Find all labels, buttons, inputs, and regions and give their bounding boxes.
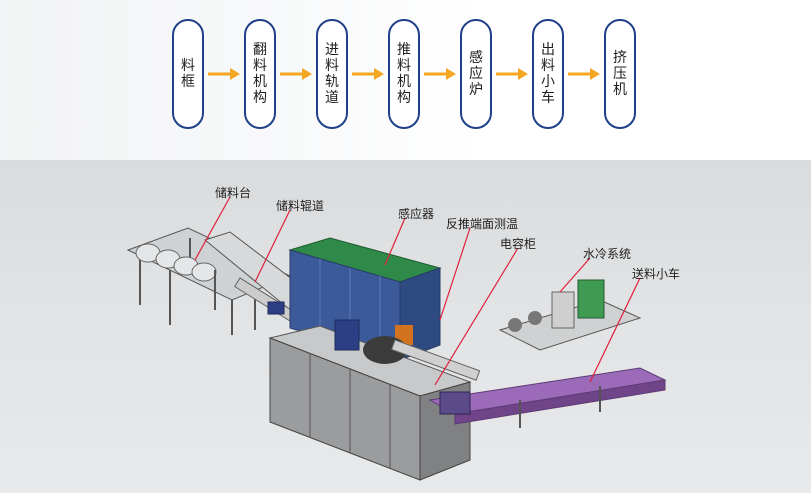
arrow-right-icon [568, 68, 600, 80]
flow-step-extruder: 挤压机 [604, 19, 636, 129]
label-storage-roller: 储料辊道 [276, 199, 325, 213]
flow-step-label: 推料机构 [397, 42, 411, 106]
flow-step-label: 感应炉 [469, 50, 483, 98]
flow-step-label: 料框 [181, 58, 195, 90]
arrow-right-icon [424, 68, 456, 80]
callout-leaders [194, 196, 641, 386]
arrow-right-icon [496, 68, 528, 80]
flow-step-label: 挤压机 [613, 50, 627, 98]
flow-step-induction-furnace: 感应炉 [460, 19, 492, 129]
flow-step-label: 进料轨道 [325, 42, 339, 106]
flow-step-label: 出料小车 [541, 42, 555, 106]
equipment-illustration [126, 196, 667, 481]
arrow-right-icon [280, 68, 312, 80]
flow-step-feed-track: 进料轨道 [316, 19, 348, 129]
flow-step-discharge-cart: 出料小车 [532, 19, 564, 129]
label-capacitor-cabinet: 电容柜 [500, 237, 537, 251]
flow-step-pusher: 推料机构 [388, 19, 420, 129]
label-inductor: 感应器 [398, 207, 435, 221]
feed-cart-rail [428, 367, 667, 428]
label-end-temperature: 反推端面测温 [446, 217, 519, 231]
label-feed-cart: 送料小车 [632, 267, 681, 281]
label-water-cooling: 水冷系统 [583, 247, 632, 261]
flow-step-label: 翻料机构 [253, 42, 267, 106]
flow-step-material-frame: 料框 [172, 19, 204, 129]
storage-table [126, 227, 292, 335]
arrow-right-icon [352, 68, 384, 80]
label-storage-table: 储料台 [215, 186, 252, 200]
water-cooling-system [498, 279, 642, 351]
flow-step-flipping: 翻料机构 [244, 19, 276, 129]
arrow-right-icon [208, 68, 240, 80]
